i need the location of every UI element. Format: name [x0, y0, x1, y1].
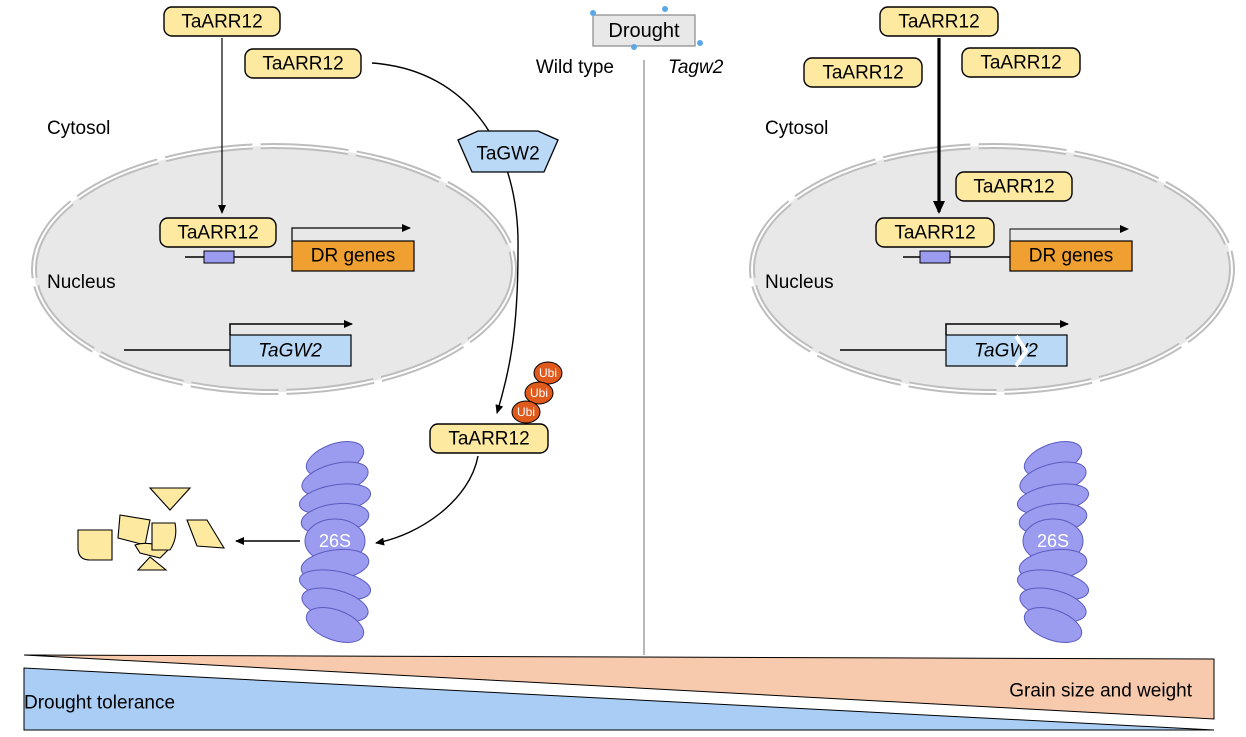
mut-taarr12-cytosol-2: TaARR12 — [803, 57, 923, 88]
wt-tagw2-gene: TaGW2 — [229, 334, 352, 367]
drought-tolerance-label: Drought tolerance — [24, 693, 175, 714]
wt-tagw2-transcription-arrow — [229, 320, 353, 335]
mut-taarr12-cytosol-3: TaARR12 — [961, 47, 1081, 78]
grain-size-label: Grain size and weight — [1009, 681, 1192, 702]
degraded-fragments — [77, 487, 226, 571]
wt-nucleus — [31, 143, 517, 395]
svg-text:TaARR12: TaARR12 — [262, 54, 343, 75]
wild-type-title: Wild type — [536, 57, 614, 78]
wt-proteasome: 26S — [296, 434, 374, 650]
mutant-title: Tagw2 — [668, 57, 724, 78]
water-droplets-icon — [590, 6, 703, 50]
svg-text:TaARR12: TaARR12 — [894, 223, 975, 244]
wt-promoter-element — [203, 250, 235, 264]
wt-dr-transcription-arrow — [291, 224, 411, 241]
svg-text:TaGW2: TaGW2 — [258, 341, 322, 362]
wt-to-proteasome-arrow — [375, 455, 479, 546]
svg-text:DR genes: DR genes — [1029, 246, 1114, 267]
mut-promoter-element — [919, 250, 951, 264]
wt-dr-genes: DR genes — [291, 240, 415, 272]
svg-text:TaARR12: TaARR12 — [898, 12, 979, 33]
gene-mutation-mark-icon — [1014, 334, 1029, 368]
wt-tagw2-protein: TaGW2 — [457, 130, 559, 173]
wt-degradation-path-arrow — [371, 62, 519, 414]
svg-text:TaARR12: TaARR12 — [822, 63, 903, 84]
mut-taarr12-nuclear: TaARR12 — [875, 217, 995, 248]
svg-text:TaARR12: TaARR12 — [980, 53, 1061, 74]
mut-nucleus-label: Nucleus — [765, 272, 834, 293]
ubiquitin-chain: Ubi Ubi Ubi — [511, 361, 563, 424]
mut-dr-transcription-arrow — [1009, 225, 1129, 241]
svg-text:Ubi: Ubi — [530, 386, 548, 400]
svg-text:TaARR12: TaARR12 — [973, 177, 1054, 198]
svg-text:TaGW2: TaGW2 — [476, 144, 539, 165]
svg-text:DR genes: DR genes — [311, 246, 396, 267]
mut-dr-genes: DR genes — [1009, 240, 1133, 272]
mut-nucleus — [749, 143, 1235, 395]
mut-taarr12-cytosol-1: TaARR12 — [879, 6, 999, 37]
svg-text:TaARR12: TaARR12 — [177, 223, 258, 244]
mut-tagw2-gene: TaGW2 — [945, 334, 1068, 368]
grain-size-wedge — [23, 654, 1215, 720]
svg-text:26S: 26S — [319, 531, 351, 551]
wt-taarr12-cytosol-1: TaARR12 — [163, 6, 281, 37]
mut-proteasome: 26S — [1014, 434, 1092, 650]
svg-text:Ubi: Ubi — [517, 405, 535, 419]
drought-label: Drought — [608, 20, 680, 42]
wt-taarr12-cytosol-2: TaARR12 — [244, 48, 362, 79]
svg-text:TaARR12: TaARR12 — [181, 12, 262, 33]
mut-tagw2-transcription-arrow — [945, 320, 1069, 335]
wt-cytosol-label: Cytosol — [47, 118, 110, 139]
wt-taarr12-ubiquitinated: TaARR12 — [429, 423, 549, 454]
drought-stimulus: Drought — [590, 6, 703, 50]
svg-text:TaGW2: TaGW2 — [974, 341, 1038, 362]
drought-tolerance-wedge — [23, 667, 1215, 731]
mut-cytosol-label: Cytosol — [765, 118, 828, 139]
svg-text:TaARR12: TaARR12 — [448, 429, 529, 450]
svg-text:Ubi: Ubi — [539, 366, 557, 380]
wt-taarr12-nuclear: TaARR12 — [159, 217, 277, 248]
mut-taarr12-nucleus-extra: TaARR12 — [955, 171, 1073, 202]
svg-text:26S: 26S — [1037, 531, 1069, 551]
wt-nucleus-label: Nucleus — [47, 272, 116, 293]
